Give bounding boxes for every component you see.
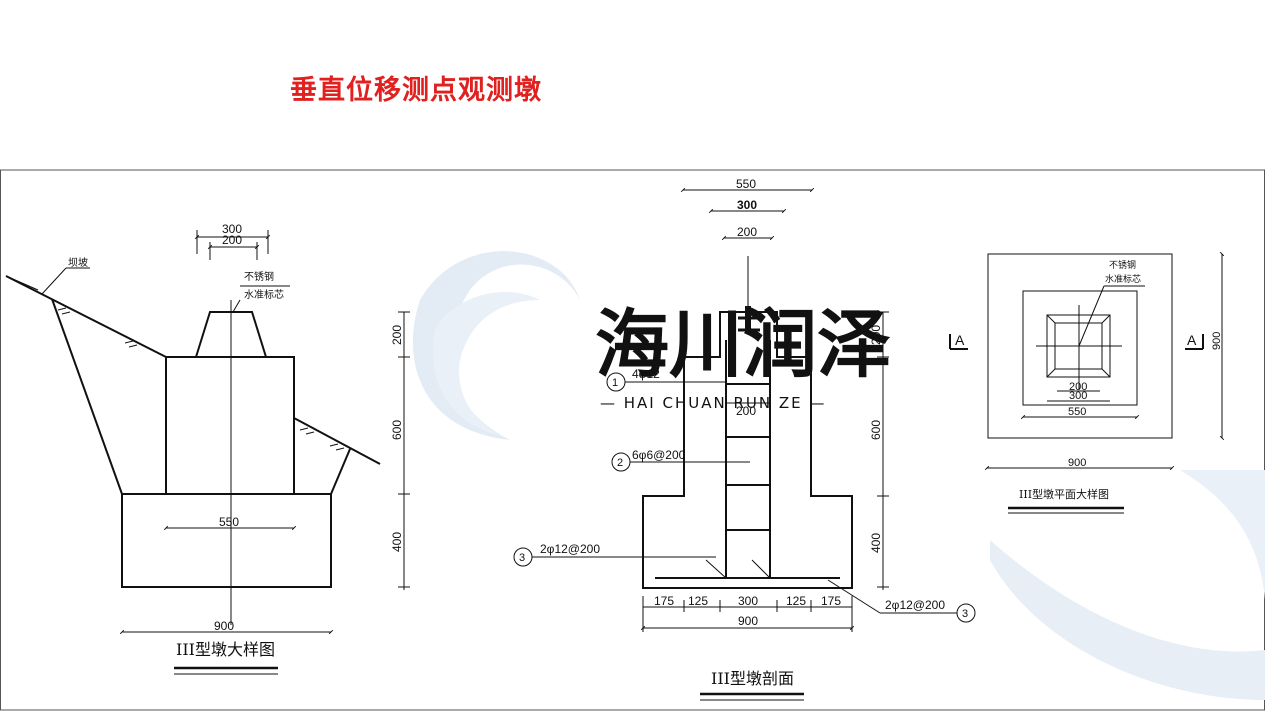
callout-2-label: 6φ6@200 <box>632 448 686 462</box>
slope-label: 坝坡 <box>68 256 88 269</box>
plan-section-left: A <box>955 332 965 348</box>
plan-caption: III型墩平面大样图 <box>1019 487 1109 501</box>
slope-hatch <box>57 307 345 451</box>
page-title: 垂直位移测点观测墩 <box>290 75 542 106</box>
swoosh-logo-icon <box>412 251 580 440</box>
stirrups <box>726 383 770 531</box>
watermark-corner-swoosh <box>990 540 1265 700</box>
watermark: 海川润泽 — HAI CHUAN RUN ZE — <box>412 251 1265 700</box>
plan-dim-900-right: 900 <box>1211 332 1223 350</box>
dim-b5: 175 <box>821 594 841 608</box>
callout-1-label: 4φ12 <box>632 367 660 381</box>
callout-2-num: 2 <box>617 457 623 469</box>
watermark-corner-swoosh-2 <box>1180 470 1265 600</box>
section-outline <box>642 311 853 589</box>
callout-3-left-label: 2φ12@200 <box>540 542 600 556</box>
dim-b3: 300 <box>738 594 758 608</box>
dim-total: 900 <box>738 614 758 628</box>
plan-marker-label-1: 不锈钢 <box>1109 259 1136 271</box>
dim-h2: 600 <box>390 420 404 440</box>
plan-dim-300: 300 <box>1069 390 1087 402</box>
dim-base: 900 <box>214 619 234 633</box>
dim-body: 550 <box>219 515 239 529</box>
page-border <box>0 169 1265 711</box>
dim-top-200: 200 <box>737 225 757 239</box>
dim-top-300: 300 <box>737 198 757 212</box>
section-caption: III型墩剖面 <box>711 669 794 688</box>
dim-h1: 200 <box>390 325 404 345</box>
plan-dim-200: 200 <box>1069 381 1087 393</box>
dim-inner-200: 200 <box>736 404 756 418</box>
dim-top-inner: 200 <box>222 233 242 247</box>
dim-b1: 175 <box>654 594 674 608</box>
callout-3-left-num: 3 <box>519 552 525 564</box>
slope-line-lower <box>293 417 381 465</box>
dim-top-outer: 300 <box>222 222 242 236</box>
watermark-brand-en: — HAI CHUAN RUN ZE — <box>600 394 826 412</box>
watermark-brand-cn: 海川润泽 <box>595 302 891 388</box>
callout-3-right-label: 2φ12@200 <box>885 598 945 612</box>
section-dim-h2: 600 <box>869 420 883 440</box>
dim-b2: 125 <box>688 594 708 608</box>
marker-label-1: 不锈钢 <box>244 270 274 283</box>
plan-dim-900-bottom: 900 <box>1068 457 1086 469</box>
slope-line-upper <box>5 275 167 358</box>
body-block <box>165 356 295 495</box>
base-block <box>121 493 332 588</box>
plan-body-square <box>1022 290 1138 406</box>
plan-outer-square <box>987 253 1173 439</box>
dim-h3: 400 <box>390 532 404 552</box>
plan-marker-label-2: 水准标芯 <box>1105 273 1141 285</box>
detail-view: 坝坡 不锈钢 水准标芯 300 200 550 900 <box>5 222 410 675</box>
section-view: 1 4φ12 2 6φ6@200 3 2φ12@200 3 2φ12@200 2… <box>513 177 976 701</box>
dim-top-550: 550 <box>736 177 756 191</box>
top-cap <box>194 311 268 358</box>
section-dim-h1: 200 <box>869 325 883 345</box>
callout-3-right-num: 3 <box>962 608 968 620</box>
plan-section-right: A <box>1187 332 1197 348</box>
callout-1-num: 1 <box>612 377 618 389</box>
dim-b4: 125 <box>786 594 806 608</box>
plan-view: 不锈钢 水准标芯 A A 200 300 550 900 900 III型墩平面… <box>949 251 1225 514</box>
detail-caption: III型墩大样图 <box>176 640 275 659</box>
section-dim-h3: 400 <box>869 533 883 553</box>
plan-dim-550: 550 <box>1068 406 1086 418</box>
marker-label-2: 水准标芯 <box>244 288 284 301</box>
